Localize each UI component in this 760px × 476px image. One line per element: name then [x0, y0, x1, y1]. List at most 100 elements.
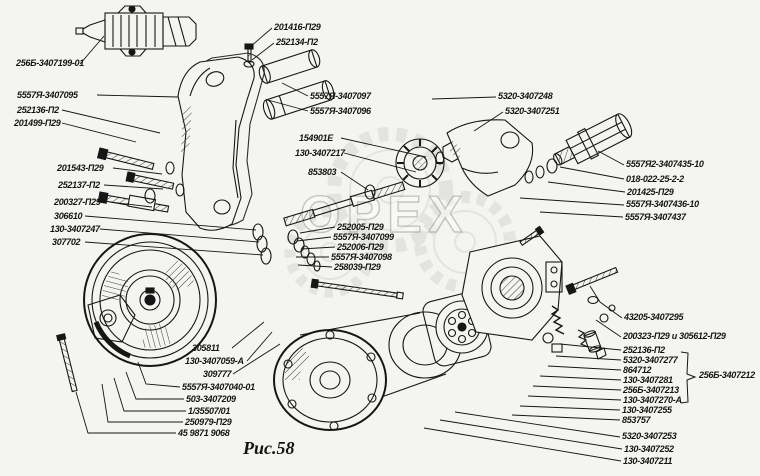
- leader-line: [555, 355, 622, 361]
- group-bracket: [680, 351, 697, 404]
- leader-line: [547, 365, 622, 371]
- right-small-parts-drawing: [542, 266, 619, 360]
- watermark-text: ОРЕХ: [300, 186, 469, 244]
- part-label: 258039-П29: [334, 262, 381, 272]
- part-label: 201499-П29: [14, 118, 61, 128]
- leader-lines: [61, 27, 626, 462]
- part-label: 252137-П2: [58, 180, 100, 190]
- leader-line: [299, 226, 336, 234]
- part-label: 130-3407281: [623, 375, 673, 385]
- union-fitting-drawing: [524, 113, 633, 184]
- leader-line: [559, 343, 622, 351]
- leader-line: [431, 96, 497, 100]
- part-label: 256Б-3407212: [699, 370, 755, 380]
- part-label: 201416-П29: [274, 22, 321, 32]
- part-label: 252136-П2: [17, 105, 59, 115]
- leader-line: [109, 201, 153, 208]
- leader-line: [532, 385, 622, 391]
- leader-line: [296, 236, 332, 242]
- part-label: 201425-П29: [627, 187, 674, 197]
- assembled-pump-drawing: [75, 5, 197, 57]
- part-label: 130-3407270-А: [623, 395, 682, 405]
- part-label: 5320-3407248: [498, 91, 553, 101]
- leader-line: [519, 197, 625, 206]
- leader-line: [454, 411, 621, 438]
- leader-line: [112, 167, 163, 175]
- part-label: 256Б-3407199-01: [16, 58, 84, 68]
- leader-line: [473, 111, 504, 132]
- part-label: 5320-3407251: [505, 106, 560, 116]
- part-label: 252005-П29: [337, 222, 384, 232]
- small-bolt-drawing: [243, 43, 255, 68]
- part-label: 250979-П29: [185, 417, 232, 427]
- part-label: 503-3407209: [186, 394, 236, 404]
- leader-line: [281, 82, 309, 97]
- leader-line: [249, 27, 273, 48]
- pulley-hub-parts-drawing: [56, 294, 136, 393]
- upper-arm-drawing: [446, 119, 534, 197]
- part-label: 5320-3407277: [623, 355, 678, 365]
- part-label: 5557Я-3407437: [625, 212, 686, 222]
- leader-line: [595, 319, 622, 338]
- part-label: 252136-П2: [623, 345, 665, 355]
- part-label: 5557Я-3407099: [333, 232, 394, 242]
- leader-line: [79, 35, 105, 65]
- leader-line: [84, 215, 257, 231]
- leader-line: [251, 42, 275, 61]
- leader-line: [103, 184, 164, 190]
- left-bolts-drawing: [96, 147, 185, 213]
- leader-line: [96, 94, 179, 98]
- leader-line: [231, 321, 265, 349]
- part-label: 252006-П29: [337, 242, 384, 252]
- leader-line: [589, 285, 623, 319]
- part-label: 307702: [52, 237, 81, 247]
- part-label: 853757: [622, 415, 651, 425]
- pump-body-drawing: [461, 225, 563, 341]
- part-label: 5320-3407253: [622, 431, 677, 441]
- part-label: 5557Я-3407098: [331, 252, 392, 262]
- leader-line: [84, 241, 264, 256]
- leader-line: [232, 343, 281, 375]
- leader-line: [113, 377, 186, 412]
- part-label: 305811: [192, 343, 220, 353]
- leader-line: [61, 122, 137, 143]
- part-label: 200327-П29: [54, 197, 101, 207]
- leader-line: [547, 181, 626, 193]
- leader-line: [99, 228, 260, 243]
- part-label: 018-022-25-2-2: [626, 174, 684, 184]
- leader-line: [125, 371, 184, 400]
- part-label: 256Б-3407213: [623, 385, 679, 395]
- leader-line: [246, 331, 273, 362]
- leader-line: [597, 150, 625, 166]
- leader-line: [101, 383, 183, 423]
- part-label: 1/35507/01: [188, 406, 231, 416]
- part-label: 5557Я-3407097: [310, 91, 371, 101]
- leader-line: [340, 137, 427, 158]
- bracket-drawing: [177, 52, 265, 231]
- pulley-drawing: [83, 223, 272, 367]
- leader-line: [267, 99, 309, 112]
- part-label: 5557Я-3407436-10: [626, 199, 699, 209]
- part-label: 130-3407247: [50, 224, 100, 234]
- part-label: 5557Я-3407040-01: [182, 382, 255, 392]
- part-label: 45 9871 9068: [178, 428, 230, 438]
- leader-line: [511, 414, 621, 421]
- part-label: 130-3407211: [623, 456, 673, 466]
- part-label: 130-3407217: [295, 148, 345, 158]
- part-label: 130-3407059-А: [185, 356, 244, 366]
- part-label: 306610: [54, 211, 83, 221]
- leader-line: [61, 109, 161, 134]
- leader-line: [137, 361, 181, 388]
- leader-line: [423, 427, 622, 462]
- leader-line: [519, 405, 621, 411]
- leader-line: [439, 419, 623, 450]
- part-label: 154901Е: [299, 133, 333, 143]
- part-label: 5557Я-3407095: [17, 90, 78, 100]
- leader-line: [527, 395, 622, 401]
- part-label: 200323-П29 и 305612-П29: [623, 331, 726, 341]
- part-label: 853803: [308, 167, 337, 177]
- leader-line: [343, 152, 417, 173]
- part-label: 130-3407252: [624, 444, 674, 454]
